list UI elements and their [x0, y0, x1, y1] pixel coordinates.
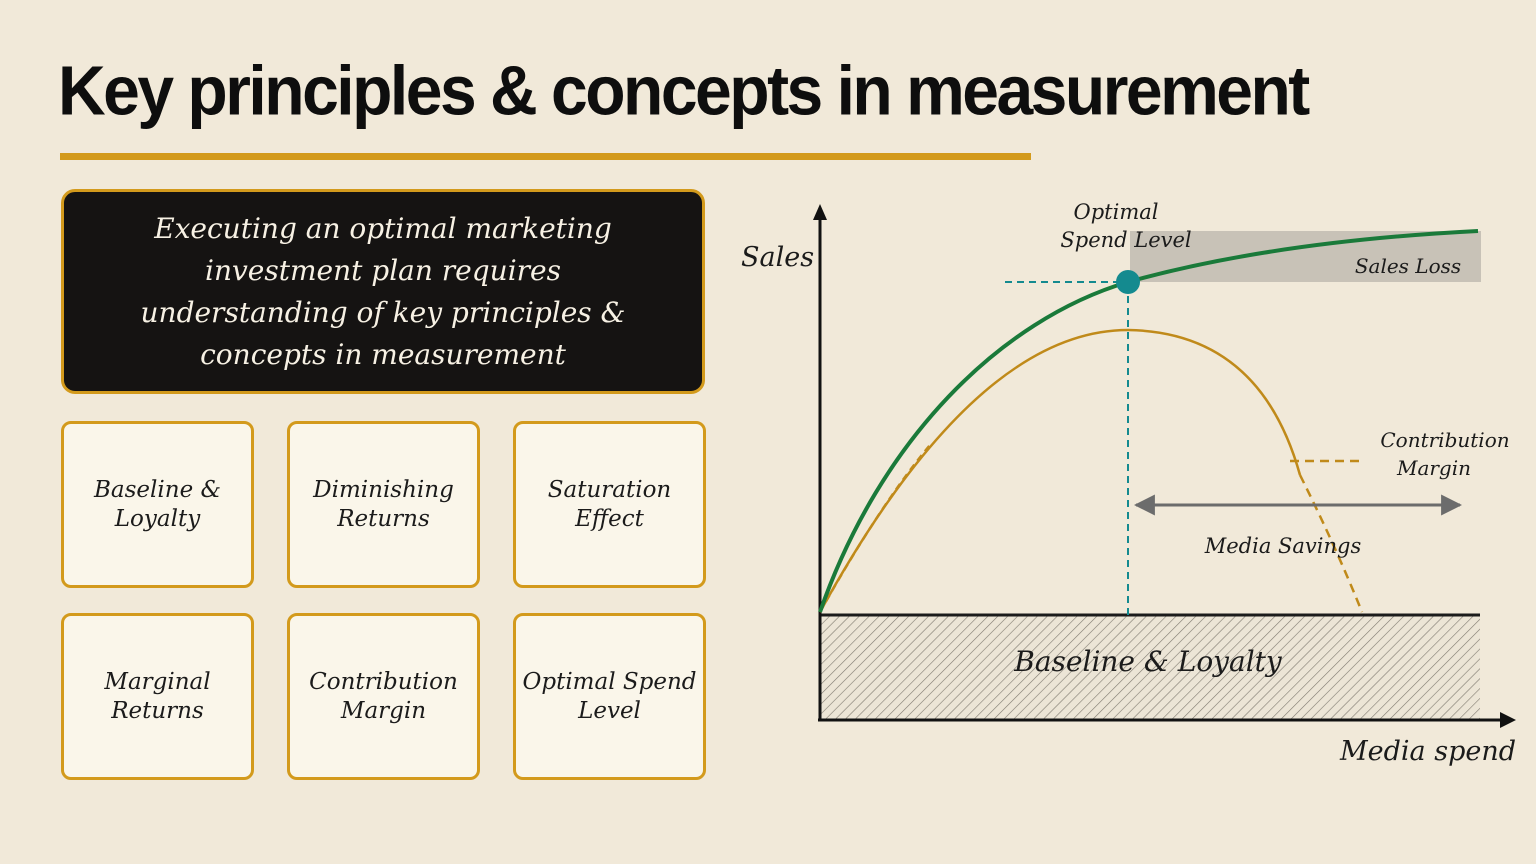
media-savings-label: Media Savings — [1204, 534, 1362, 558]
contribution-label-line2: Margin — [1396, 456, 1471, 480]
concept-label: Marginal Returns — [104, 668, 211, 724]
optimal-label-line1: Optimal — [1074, 200, 1159, 224]
concept-label: Diminishing Returns — [313, 476, 454, 532]
concept-tile-saturation-effect: Saturation Effect — [513, 421, 706, 588]
baseline-band-label: Baseline & Loyalty — [1013, 645, 1283, 678]
concept-tile-baseline-loyalty: Baseline & Loyalty — [61, 421, 254, 588]
contribution-margin-curve — [818, 328, 1302, 613]
sales-loss-band — [1130, 231, 1481, 282]
x-axis-label: Media spend — [1339, 736, 1516, 767]
contribution-margin-curve-tail — [1298, 474, 1364, 613]
contribution-margin-curve-dashed — [818, 444, 931, 613]
y-axis-arrowhead — [813, 204, 827, 220]
contribution-label-line1: Contribution — [1380, 428, 1509, 452]
page-title: Key principles & concepts in measurement — [58, 50, 1310, 130]
concept-tile-marginal-returns: Marginal Returns — [61, 613, 254, 780]
lead-text: Executing an optimal marketing investmen… — [140, 211, 626, 371]
concept-tile-optimal-spend-level: Optimal Spend Level — [513, 613, 706, 780]
title-underline — [60, 153, 1031, 160]
concept-label: Baseline & Loyalty — [94, 476, 221, 532]
y-axis-label: Sales — [741, 242, 814, 273]
sales-response-curve — [818, 229, 1479, 613]
concept-label: Contribution Margin — [309, 668, 458, 724]
sales-loss-label: Sales Loss — [1355, 254, 1461, 278]
baseline-band — [820, 615, 1480, 720]
concept-label: Saturation Effect — [547, 476, 672, 532]
x-axis-arrowhead — [1500, 712, 1516, 728]
concept-tile-diminishing-returns: Diminishing Returns — [287, 421, 480, 588]
optimal-point-marker — [1116, 270, 1140, 294]
lead-box: Executing an optimal marketing investmen… — [61, 189, 705, 394]
concept-label: Optimal Spend Level — [522, 668, 697, 724]
concept-tile-contribution-margin: Contribution Margin — [287, 613, 480, 780]
optimal-label-line2: Spend Level — [1060, 228, 1191, 252]
